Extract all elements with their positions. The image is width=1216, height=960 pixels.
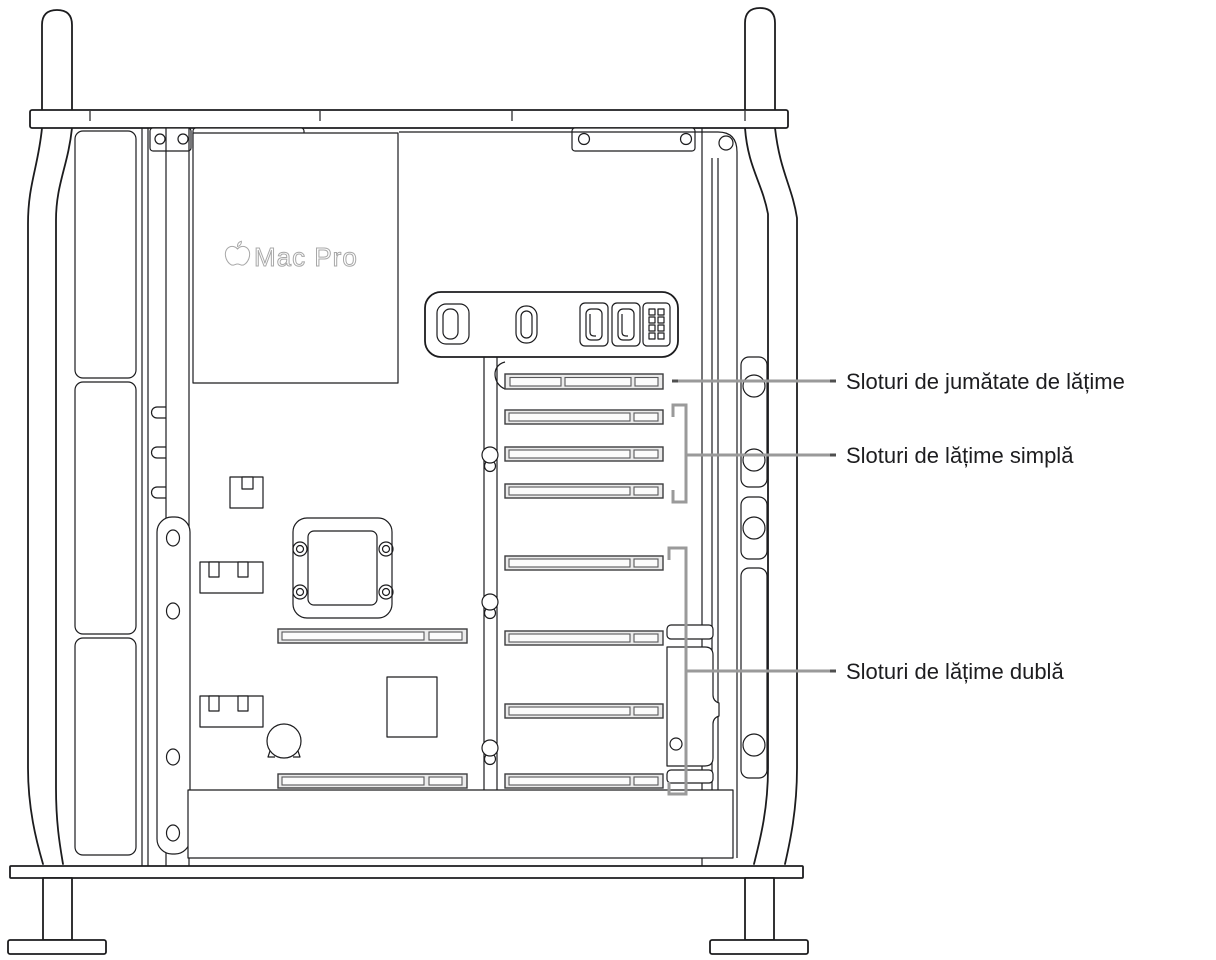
hdmi-port: [611, 302, 641, 347]
board-chip: [386, 676, 438, 738]
psu-cover-plate: Mac Pro: [192, 132, 399, 384]
callouts: Sloturi de jumătate de lățime Sloturi de…: [667, 369, 1125, 796]
callout-single-width-slots: Sloturi de lățime simplă: [671, 403, 1074, 504]
pin-grid-connector: [642, 302, 671, 347]
frame-notch: [150, 486, 166, 499]
usb-c-port: [515, 305, 538, 344]
memory-slot: [277, 628, 468, 644]
logic-board: Mac Pro: [187, 132, 734, 859]
frame-notch: [150, 446, 166, 459]
cpu-bracket: [292, 517, 394, 619]
pci-slot-double-width: [504, 703, 664, 719]
callout-label-half-width: Sloturi de jumătate de lățime: [846, 369, 1125, 394]
pci-slot-double-width: [504, 555, 664, 571]
bottom-rail: [9, 865, 804, 879]
pci-slot-double-width: [504, 630, 664, 646]
coin-battery: [266, 723, 302, 759]
hdmi-port: [579, 302, 609, 347]
left-side-panels: [74, 130, 137, 856]
mac-pro-logo-text: Mac Pro: [254, 242, 358, 272]
power-port: [436, 303, 470, 345]
psu-body: [187, 789, 734, 859]
pci-slot-double-width: [504, 773, 664, 789]
pci-slot-single-width: [504, 446, 664, 462]
pci-slot-half-width: [504, 373, 664, 390]
callout-double-width-slots: Sloturi de lățime dublă: [667, 546, 1064, 796]
board-connector: [229, 476, 264, 509]
latch-bar: [740, 356, 768, 779]
case-structure: [74, 128, 738, 866]
board-connector: [199, 695, 264, 728]
callout-label-double-width: Sloturi de lățime dublă: [846, 659, 1064, 684]
pci-slot-single-width: [504, 483, 664, 499]
callout-label-single-width: Sloturi de lățime simplă: [846, 443, 1074, 468]
enclosure-frame: [7, 7, 809, 955]
io-panel: [424, 291, 679, 358]
right-handle: [744, 7, 798, 865]
apple-logo-icon: [224, 240, 251, 266]
card-guide-bracket: [666, 624, 720, 784]
pci-slot-single-width: [504, 409, 664, 425]
left-foot: [7, 877, 107, 955]
left-frame-columns: [141, 128, 191, 866]
callout-half-width-slots: Sloturi de jumătate de lățime: [672, 369, 1125, 394]
board-connector: [199, 561, 264, 594]
left-handle: [27, 9, 73, 865]
right-foot: [709, 877, 809, 955]
backplane-divider: [481, 357, 506, 790]
top-rail: [29, 109, 789, 129]
memory-slot: [277, 773, 468, 789]
pcie-area: [481, 357, 720, 790]
frame-notch: [150, 406, 166, 419]
screw-plate: [156, 516, 191, 855]
